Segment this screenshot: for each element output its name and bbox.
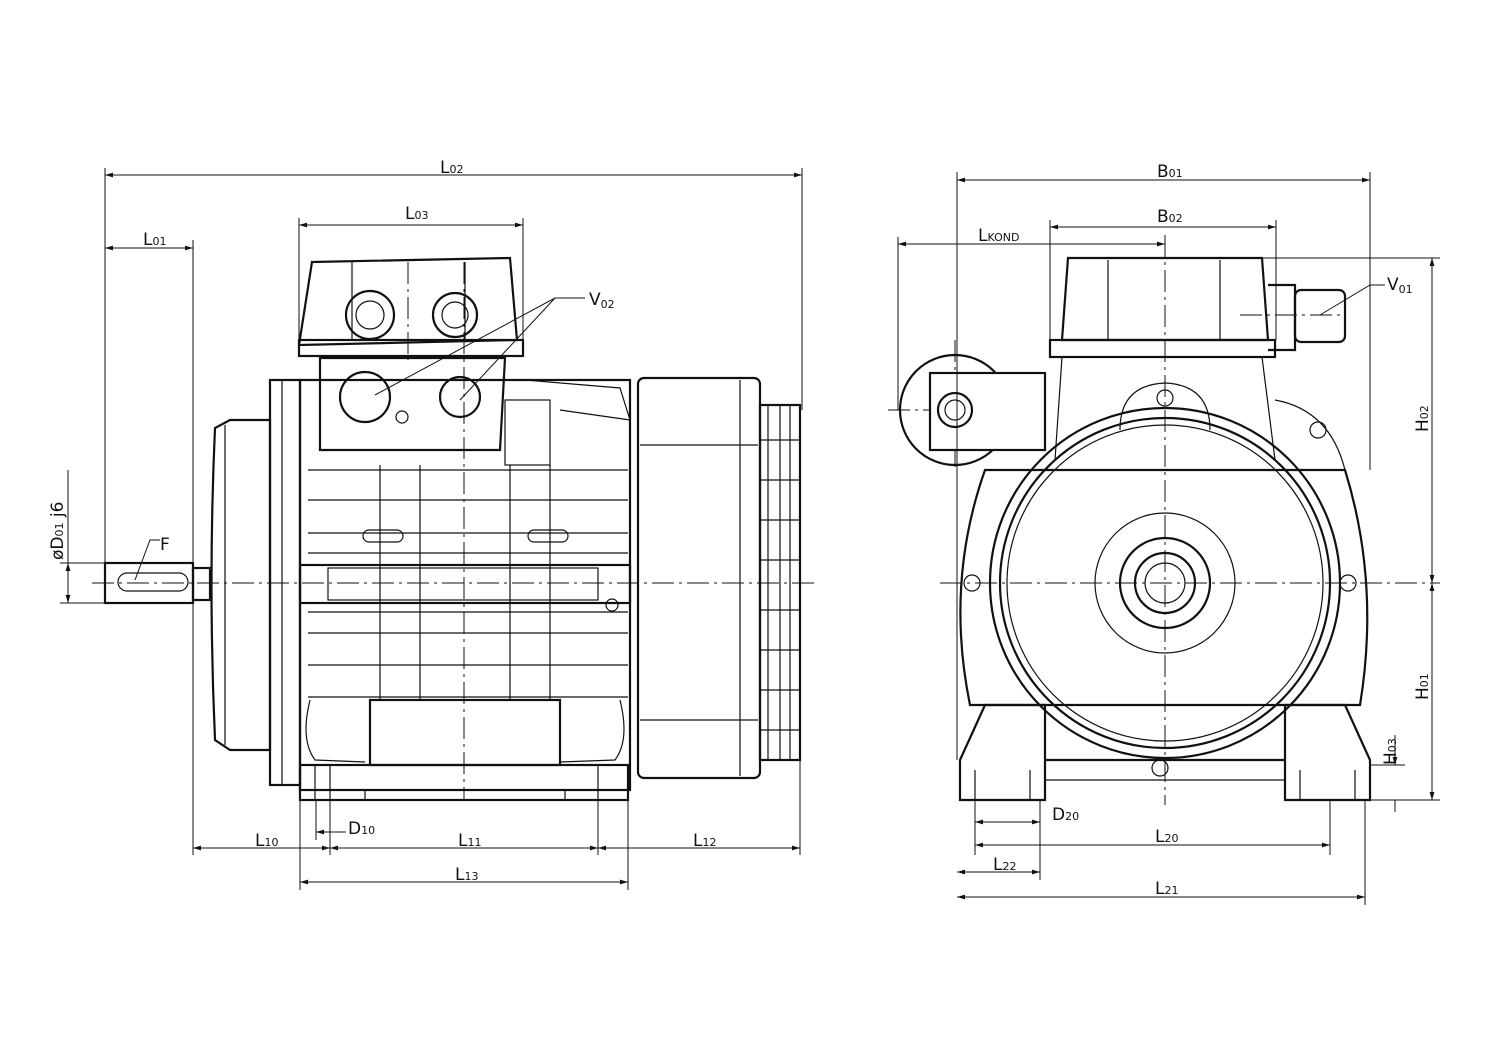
label-D20: D20 <box>1052 805 1079 825</box>
shaft <box>103 561 212 605</box>
label-L20: L20 <box>1155 827 1178 847</box>
label-L12: L12 <box>693 831 716 851</box>
label-B02: B02 <box>1157 207 1183 227</box>
label-L11: L11 <box>458 831 481 851</box>
side-dimensions <box>60 168 803 890</box>
label-B01: B01 <box>1157 162 1183 182</box>
label-L21: L21 <box>1155 879 1178 899</box>
front-terminal-box <box>1048 256 1347 461</box>
front-dimensions <box>897 172 1440 905</box>
side-labels: L02 L01 L03 V02 øD01 j6 F L10 D10 L11 L1… <box>48 158 716 885</box>
feet <box>298 763 630 802</box>
front-labels: B01 B02 LKOND V01 H02 H01 H03 D20 L20 L2… <box>978 162 1433 899</box>
label-V02: V02 <box>589 290 615 311</box>
side-centerlines <box>92 262 815 800</box>
label-D01-j6: øD01 j6 <box>48 502 68 560</box>
end-shield <box>988 406 1342 760</box>
label-D10: D10 <box>348 819 375 839</box>
label-F: F <box>160 535 170 555</box>
label-H01: H01 <box>1413 673 1433 700</box>
label-H02: H02 <box>1413 405 1433 432</box>
label-L22: L22 <box>993 855 1016 875</box>
fan-cover <box>636 376 802 780</box>
fan-grille <box>758 403 802 762</box>
label-L01: L01 <box>143 230 166 250</box>
capacitor <box>898 353 1047 467</box>
label-L02: L02 <box>440 158 463 178</box>
label-H03: H03 <box>1381 738 1401 765</box>
label-LKOND: LKOND <box>978 226 1019 246</box>
label-L13: L13 <box>455 865 478 885</box>
motor-body <box>298 378 632 792</box>
cooling-fins <box>308 465 628 700</box>
label-L10: L10 <box>255 831 278 851</box>
front-feet <box>958 703 1372 802</box>
side-view: L02 L01 L03 V02 øD01 j6 F L10 D10 L11 L1… <box>48 158 815 890</box>
label-L03: L03 <box>405 204 428 224</box>
front-view: B01 B02 LKOND V01 H02 H01 H03 D20 L20 L2… <box>888 162 1440 905</box>
label-V01: V01 <box>1387 275 1413 296</box>
